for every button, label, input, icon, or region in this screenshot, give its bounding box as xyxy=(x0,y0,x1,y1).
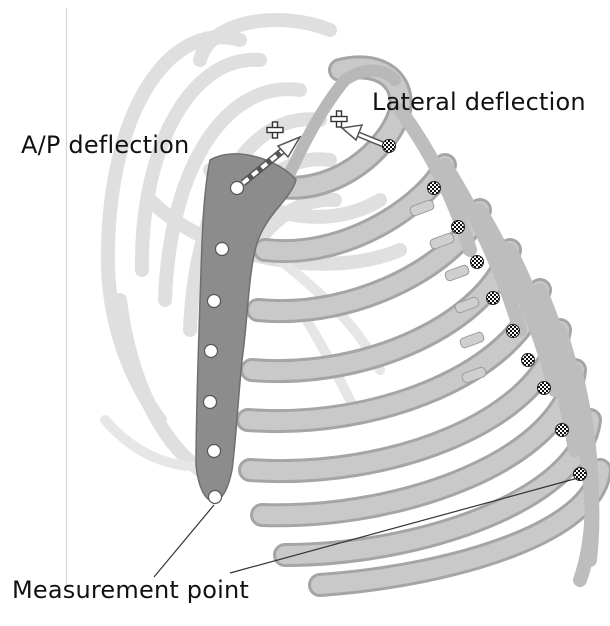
leader-line-sternal xyxy=(154,505,214,577)
sternal-point-marker xyxy=(231,182,244,195)
lateral-point-marker xyxy=(383,140,396,153)
lateral-point-marker xyxy=(487,292,500,305)
sternal-point-marker xyxy=(208,445,221,458)
lateral-point-marker xyxy=(507,325,520,338)
lateral-point-marker xyxy=(538,382,551,395)
measurement-point-label: Measurement point xyxy=(12,576,249,604)
sternal-point-marker xyxy=(204,396,217,409)
sternal-point-marker xyxy=(216,243,229,256)
plus-cross-icon xyxy=(331,111,347,127)
lateral-point-marker xyxy=(556,424,569,437)
lateral-point-marker xyxy=(452,221,465,234)
lateral-point-marker xyxy=(428,182,441,195)
sternal-point-marker xyxy=(208,295,221,308)
sternal-point-marker xyxy=(209,491,222,504)
lateral-point-marker xyxy=(471,256,484,269)
back-rib xyxy=(200,20,330,60)
lateral-point-marker xyxy=(522,354,535,367)
lateral-deflection-label: Lateral deflection xyxy=(372,88,586,116)
sternal-point-marker xyxy=(205,345,218,358)
ap-deflection-label: A/P deflection xyxy=(21,131,189,159)
